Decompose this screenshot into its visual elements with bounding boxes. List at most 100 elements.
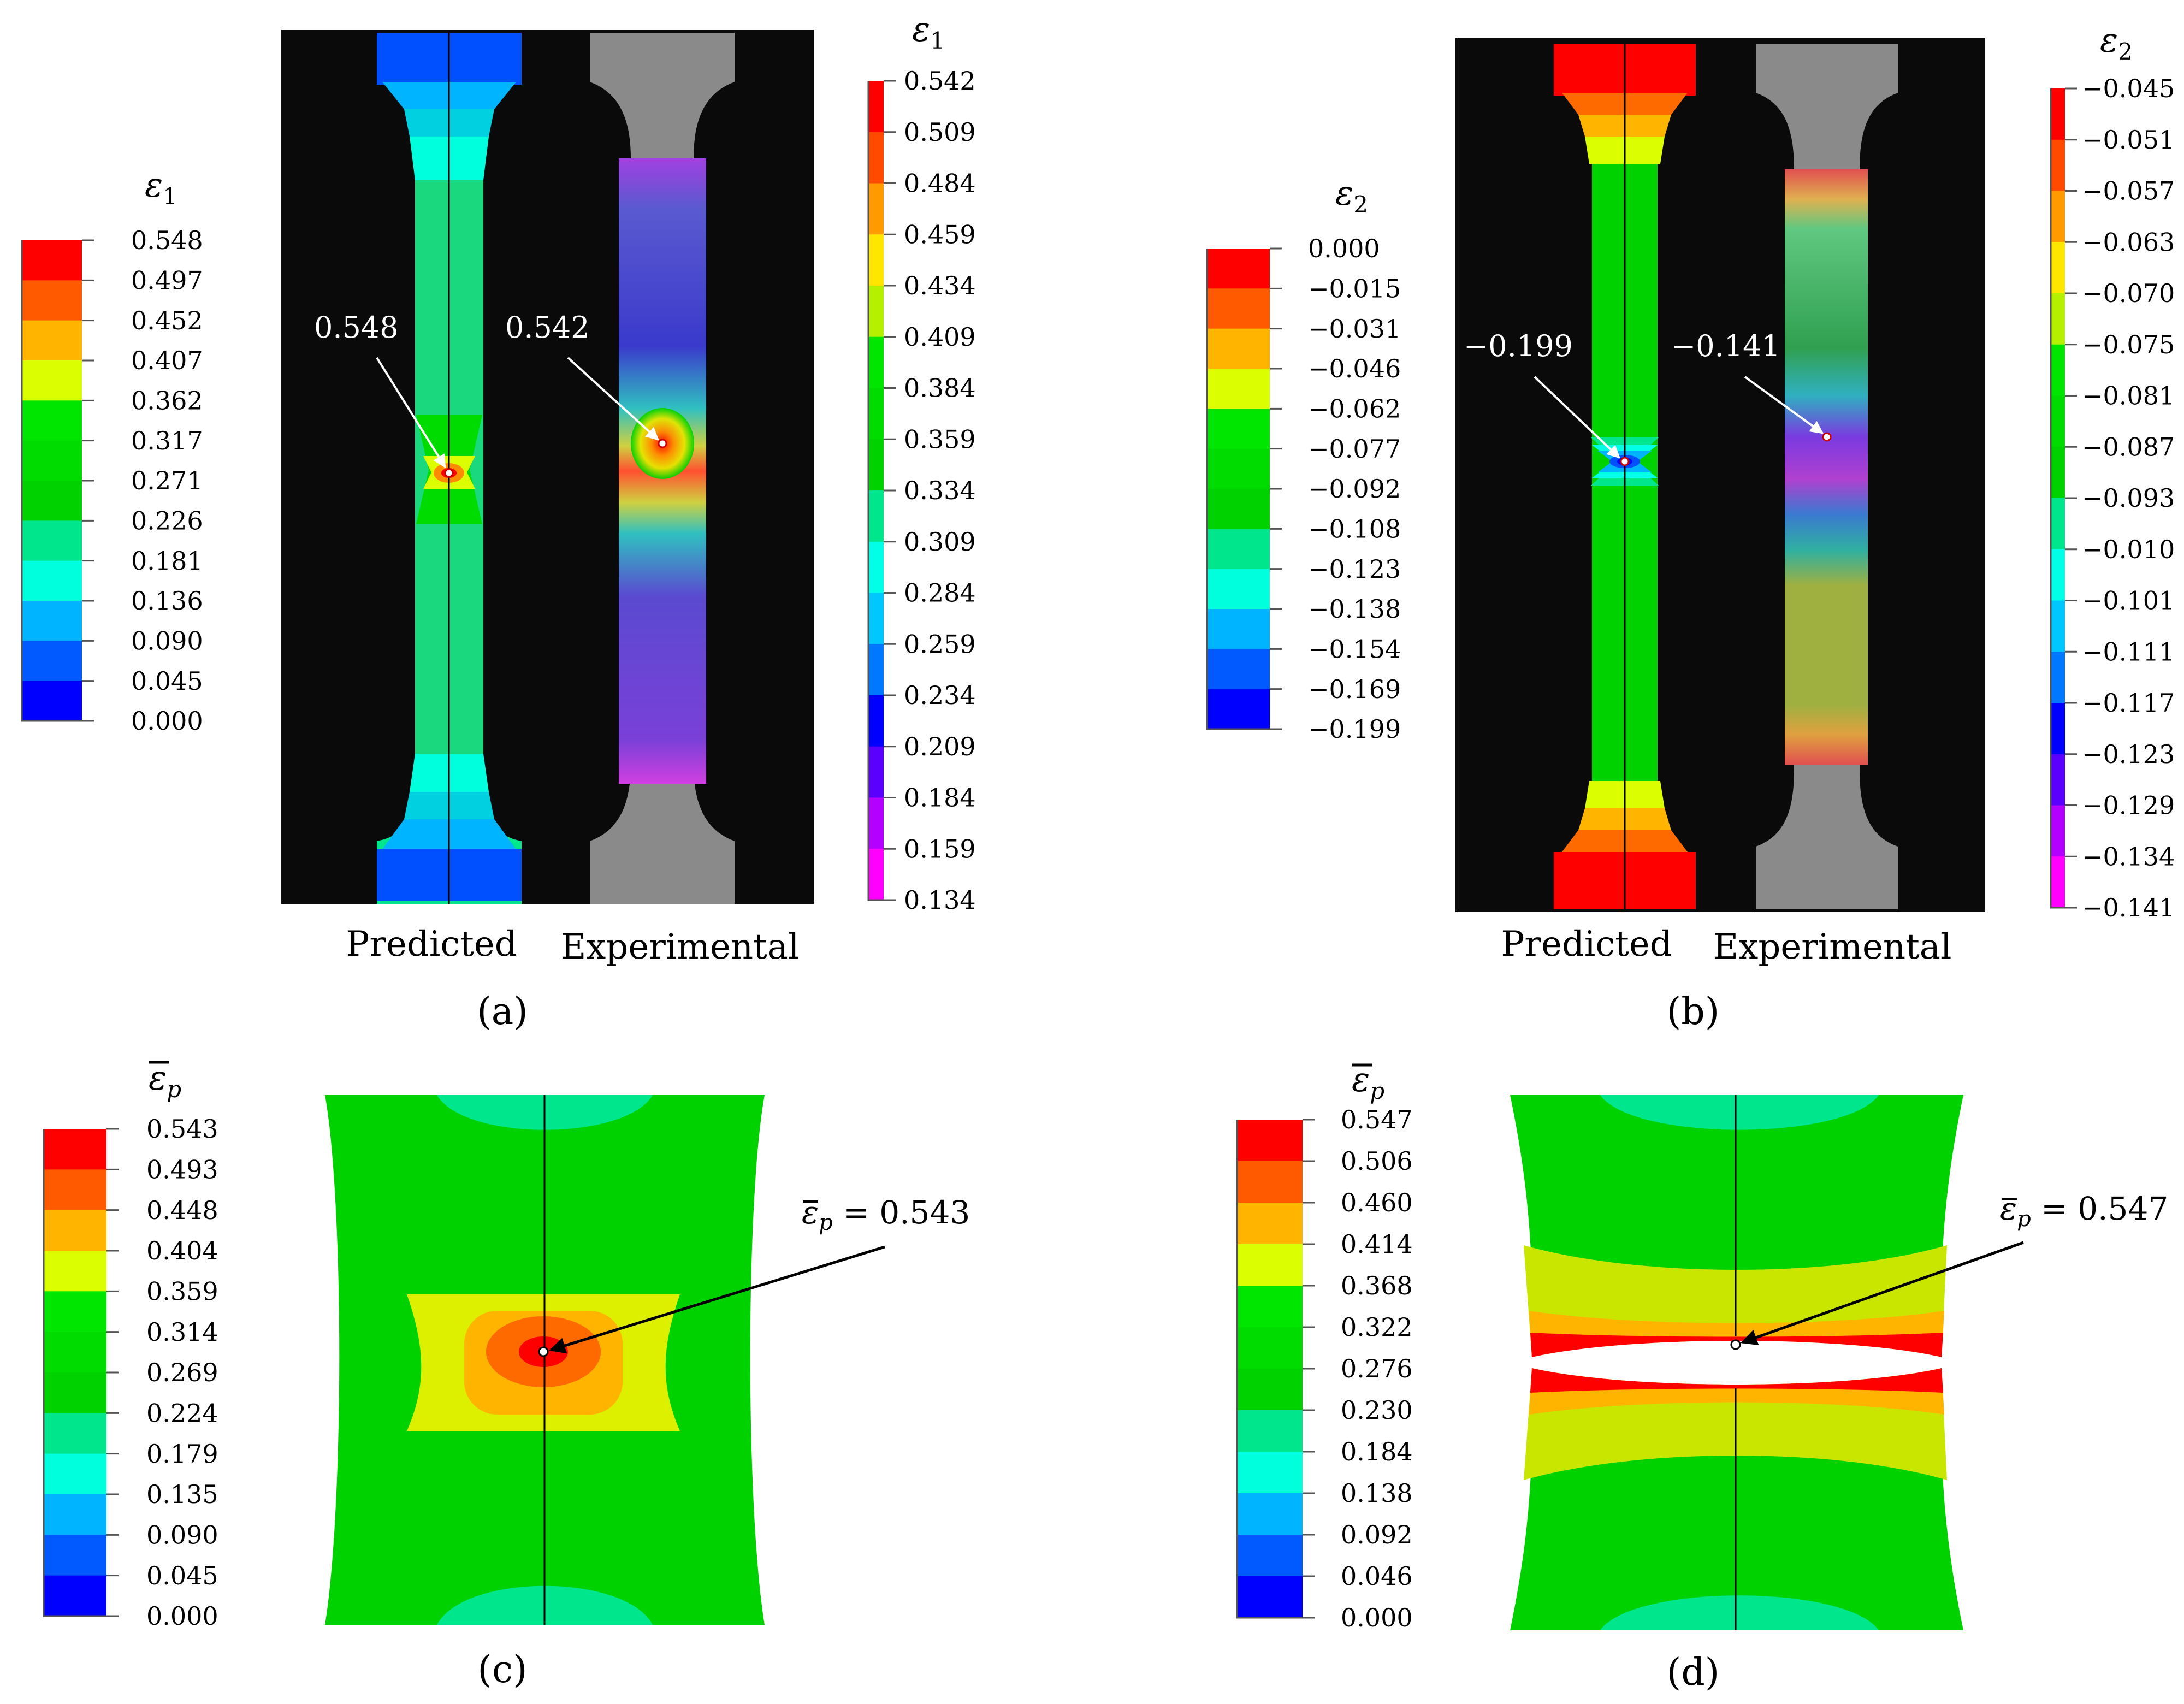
colorbar-tick-label: 0.136 (131, 586, 203, 616)
panel-b-predicted-specimen (1554, 44, 1696, 909)
colorbar-segment (2051, 139, 2065, 191)
colorbar-tick-label: 0.045 (146, 1561, 218, 1590)
colorbar-segment (868, 746, 884, 798)
colorbar-tick-label: −0.081 (2082, 381, 2175, 411)
colorbar-tick-label: −0.015 (1308, 274, 1401, 303)
colorbar-tick-label: 0.234 (904, 681, 976, 710)
annotation-predicted: 0.548 (314, 310, 399, 345)
annotation-experimental: 0.542 (505, 310, 590, 345)
colorbar-tick-label: 0.134 (904, 885, 976, 915)
colorbar-tick-label: −0.062 (1308, 394, 1401, 423)
colorbar-segment (22, 520, 82, 561)
panel-b-annotations: −0.199 −0.141 (1464, 329, 1824, 459)
colorbar-tick-label: 0.543 (146, 1114, 218, 1144)
colorbar-tick-label: 0.359 (146, 1276, 218, 1306)
colorbar-segment (1207, 689, 1270, 730)
colorbar-segment (2051, 498, 2065, 550)
colorbar-tick-label: 0.159 (904, 834, 976, 863)
colorbar-segment (44, 1291, 106, 1333)
colorbar-tick-label: 0.284 (904, 578, 976, 608)
colorbar-tick-label: 0.460 (1341, 1188, 1413, 1217)
colorbar-segment (22, 240, 82, 281)
colorbar (1236, 1120, 1303, 1619)
colorbar-segment (1237, 1161, 1303, 1203)
colorbar-segment (868, 336, 884, 388)
colorbar-segment (868, 439, 884, 491)
colorbar-segment (1237, 1535, 1303, 1577)
legend-title: ε1 (145, 165, 177, 210)
colorbar-tick-label: 0.309 (904, 527, 976, 557)
colorbar-ticks: 0.000−0.015−0.031−0.046−0.062−0.077−0.09… (1270, 234, 1401, 744)
colorbar-tick-label: 0.452 (131, 306, 203, 335)
colorbar-segment (868, 490, 884, 542)
colorbar-tick-label: 0.404 (146, 1236, 218, 1265)
colorbar-segment (1237, 1120, 1303, 1162)
colorbar-segment (1237, 1452, 1303, 1494)
colorbar-tick-label: 0.224 (146, 1398, 218, 1428)
annotation-predicted: −0.199 (1464, 329, 1573, 363)
colorbar-segment (1207, 569, 1270, 610)
panel-b-legend-right: ε2 −0.045−0.051−0.057−0.063−0.070−0.075−… (2050, 20, 2175, 922)
colorbar-segment (2051, 805, 2065, 857)
colorbar-segment (1237, 1244, 1303, 1286)
colorbar-segment (1207, 448, 1270, 489)
panel-b: ε2 0.000−0.015−0.031−0.046−0.062−0.077−0… (1206, 20, 2175, 1033)
panel-a-image-background (281, 30, 814, 904)
colorbar-segment (1207, 248, 1270, 289)
panel-a-legend-left: ε1 0.5480.4970.4520.4070.3620.3170.2710.… (21, 165, 203, 736)
colorbar-segment (22, 360, 82, 401)
colorbar-tick-label: −0.092 (1308, 474, 1401, 504)
legend-title: ε1 (912, 9, 945, 54)
colorbar-segment (44, 1332, 106, 1373)
colorbar-segment (22, 681, 82, 721)
colorbar-tick-label: −0.134 (2082, 842, 2175, 871)
colorbar-segment (1207, 489, 1270, 529)
panel-b-legend-left: ε2 0.000−0.015−0.031−0.046−0.062−0.077−0… (1206, 173, 1401, 744)
colorbar-tick-label: 0.497 (131, 265, 203, 295)
colorbar-segment (1237, 1369, 1303, 1411)
colorbar (43, 1129, 106, 1617)
label-predicted: Predicted (1501, 924, 1672, 965)
colorbar-segment (1207, 529, 1270, 570)
colorbar-segment (868, 644, 884, 696)
colorbar-segment (1207, 649, 1270, 690)
colorbar-tick-label: 0.230 (1341, 1395, 1413, 1425)
panel-d-annotation: εp = 0.547 (2000, 1190, 2168, 1232)
colorbar-tick-label: 0.209 (904, 732, 976, 761)
colorbar-segment (44, 1453, 106, 1495)
colorbar-tick-label: 0.548 (131, 226, 203, 255)
colorbar-tick-label: −0.057 (2082, 176, 2175, 206)
panel-c-annotation: εp = 0.543 (802, 1194, 970, 1235)
colorbar-tick-label: −0.045 (2082, 74, 2175, 103)
colorbar-tick-label: 0.493 (146, 1155, 218, 1184)
label-predicted: Predicted (346, 924, 517, 965)
colorbar-segment (1237, 1203, 1303, 1245)
colorbar-tick-label: 0.276 (1341, 1354, 1413, 1383)
colorbar-tick-label: 0.138 (1341, 1478, 1413, 1508)
colorbar-segment (2051, 447, 2065, 499)
colorbar-tick-label: 0.368 (1341, 1271, 1413, 1300)
colorbar-segment (868, 234, 884, 286)
colorbar-segment (22, 641, 82, 682)
colorbar-tick-label: 0.317 (131, 426, 203, 455)
colorbar-tick-label: −0.117 (2082, 688, 2175, 718)
colorbar-tick-label: −0.108 (1308, 514, 1401, 543)
colorbar-tick-label: 0.322 (1341, 1312, 1413, 1342)
annotation-value: εp = 0.547 (2000, 1190, 2168, 1232)
colorbar-tick-label: 0.434 (904, 271, 976, 300)
colorbar-tick-label: 0.484 (904, 169, 976, 198)
colorbar-segment (868, 81, 884, 133)
colorbar-tick-label: −0.087 (2082, 432, 2175, 461)
colorbar-segment (44, 1251, 106, 1292)
colorbar-tick-label: 0.448 (146, 1196, 218, 1225)
colorbar-tick-label: −0.129 (2082, 791, 2175, 820)
colorbar-segment (2051, 344, 2065, 396)
colorbar-tick-label: 0.407 (131, 346, 203, 375)
caption: (c) (477, 1648, 527, 1691)
colorbar-segment (2051, 191, 2065, 242)
legend-title: εp (1352, 1060, 1384, 1104)
colorbar-tick-label: −0.077 (1308, 434, 1401, 464)
colorbar-segment (868, 388, 884, 440)
panel-d: εp 0.5470.5060.4600.4140.3680.3220.2760.… (1236, 1060, 2168, 1694)
